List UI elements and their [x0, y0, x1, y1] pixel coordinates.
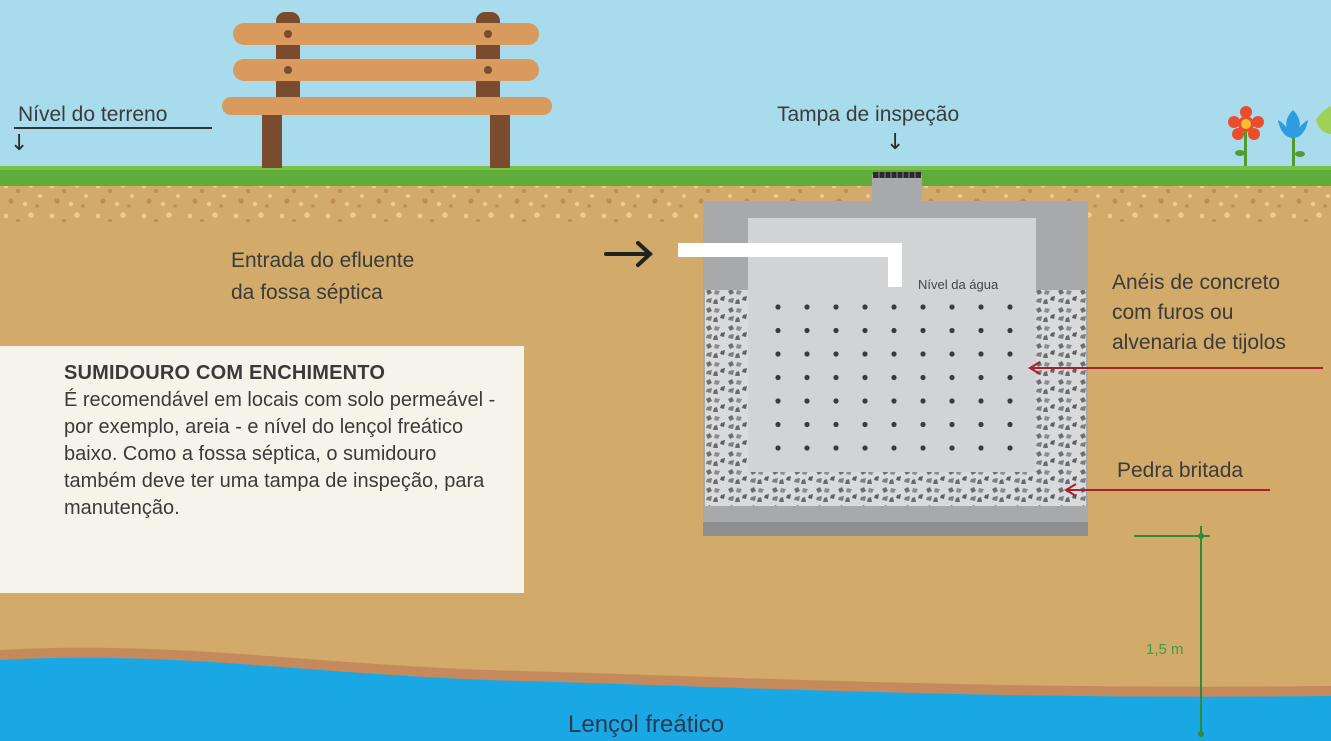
- rings-pointer: [1028, 361, 1323, 375]
- perforation-hole: [833, 327, 839, 334]
- perforation-hole: [804, 351, 810, 357]
- perforation-hole: [949, 327, 955, 334]
- inlet-arrow: [604, 241, 653, 267]
- perforation-hole: [891, 398, 897, 404]
- perforation-hole: [1007, 304, 1013, 310]
- perforation-hole: [949, 304, 955, 310]
- perforation-hole: [920, 421, 926, 428]
- perforation-hole: [775, 327, 781, 334]
- perforation-hole: [862, 304, 868, 310]
- perforation-hole: [920, 304, 926, 310]
- down-arrow-icon: ↓: [10, 131, 29, 156]
- water-level-label: Nível da água: [918, 277, 999, 292]
- info-box-title: SUMIDOURO COM ENCHIMENTO: [64, 362, 386, 384]
- perforation-hole: [920, 374, 926, 381]
- perforation-hole: [949, 374, 955, 381]
- perforation-holes: [775, 304, 1013, 451]
- inspection-cover-label: Tampa de inspeção: [777, 103, 960, 126]
- ground-level-label: Nível do terreno: [18, 103, 168, 126]
- perforation-hole: [978, 327, 984, 334]
- perforation-hole: [891, 351, 897, 357]
- perforation-hole: [804, 327, 810, 334]
- perforation-hole: [804, 374, 810, 381]
- gravel-pointer: [1064, 483, 1270, 497]
- grass: [0, 166, 1331, 186]
- water-table-label: Lençol freático: [568, 711, 725, 738]
- perforation-hole: [804, 304, 810, 310]
- perforation-hole: [833, 304, 839, 310]
- perforation-hole: [978, 374, 984, 381]
- perforation-hole: [978, 398, 984, 404]
- perforation-hole: [775, 445, 781, 451]
- perforation-hole: [1007, 445, 1013, 451]
- crushed-stone-label: Pedra britada: [1117, 459, 1244, 482]
- perforation-hole: [775, 304, 781, 310]
- perforation-hole: [1007, 374, 1013, 381]
- perforation-hole: [804, 445, 810, 451]
- inspection-shaft: [872, 175, 922, 215]
- perforation-hole: [1007, 351, 1013, 357]
- perforation-hole: [862, 421, 868, 428]
- perforation-hole: [891, 304, 897, 310]
- perforation-hole: [891, 445, 897, 451]
- perforation-hole: [978, 445, 984, 451]
- perforation-hole: [949, 445, 955, 451]
- info-box-body: É recomendável em locais com solo permeá…: [64, 389, 496, 519]
- perforation-hole: [949, 398, 955, 404]
- perforation-hole: [978, 304, 984, 310]
- perforation-hole: [920, 398, 926, 404]
- topsoil-band: [0, 186, 1331, 222]
- perforation-hole: [949, 421, 955, 428]
- perforation-hole: [978, 351, 984, 357]
- perforation-hole: [775, 351, 781, 357]
- distance-label: 1,5 m: [1146, 641, 1184, 658]
- perforation-hole: [949, 351, 955, 357]
- rings-label-line3: alvenaria de tijolos: [1112, 331, 1286, 354]
- perforation-hole: [775, 398, 781, 404]
- perforation-hole: [1007, 421, 1013, 428]
- perforation-hole: [804, 398, 810, 404]
- distance-dimension: [1134, 526, 1210, 737]
- perforation-hole: [775, 421, 781, 428]
- sink-pit: [678, 172, 1088, 536]
- water-table: [0, 657, 1331, 741]
- rings-label-line1: Anéis de concreto: [1112, 271, 1281, 294]
- perforation-hole: [862, 445, 868, 451]
- info-box: SUMIDOURO COM ENCHIMENTO É recomendável …: [0, 346, 524, 593]
- perforation-hole: [920, 351, 926, 357]
- perforation-hole: [833, 398, 839, 404]
- perforation-hole: [920, 445, 926, 451]
- perforation-hole: [833, 374, 839, 381]
- perforation-hole: [862, 374, 868, 381]
- perforation-hole: [833, 445, 839, 451]
- effluent-inlet-label-line1: Entrada do efluente: [231, 249, 415, 272]
- perforation-hole: [833, 421, 839, 428]
- perforation-hole: [978, 421, 984, 428]
- rings-label-line2: com furos ou: [1112, 301, 1234, 324]
- perforation-hole: [891, 374, 897, 381]
- perforation-hole: [920, 327, 926, 334]
- perforation-hole: [862, 327, 868, 334]
- perforation-hole: [1007, 327, 1013, 334]
- perforation-hole: [1007, 398, 1013, 404]
- flowers-icon: [1228, 106, 1331, 166]
- inlet-pipe: [678, 243, 902, 257]
- perforation-hole: [891, 327, 897, 334]
- effluent-inlet-label-line2: da fossa séptica: [231, 281, 383, 304]
- perforation-hole: [862, 398, 868, 404]
- down-arrow-icon: ↓: [886, 130, 905, 155]
- perforation-hole: [891, 421, 897, 428]
- bench-icon: [222, 12, 552, 168]
- perforation-hole: [862, 351, 868, 357]
- perforation-hole: [833, 351, 839, 357]
- perforation-hole: [804, 421, 810, 428]
- perforation-hole: [775, 374, 781, 381]
